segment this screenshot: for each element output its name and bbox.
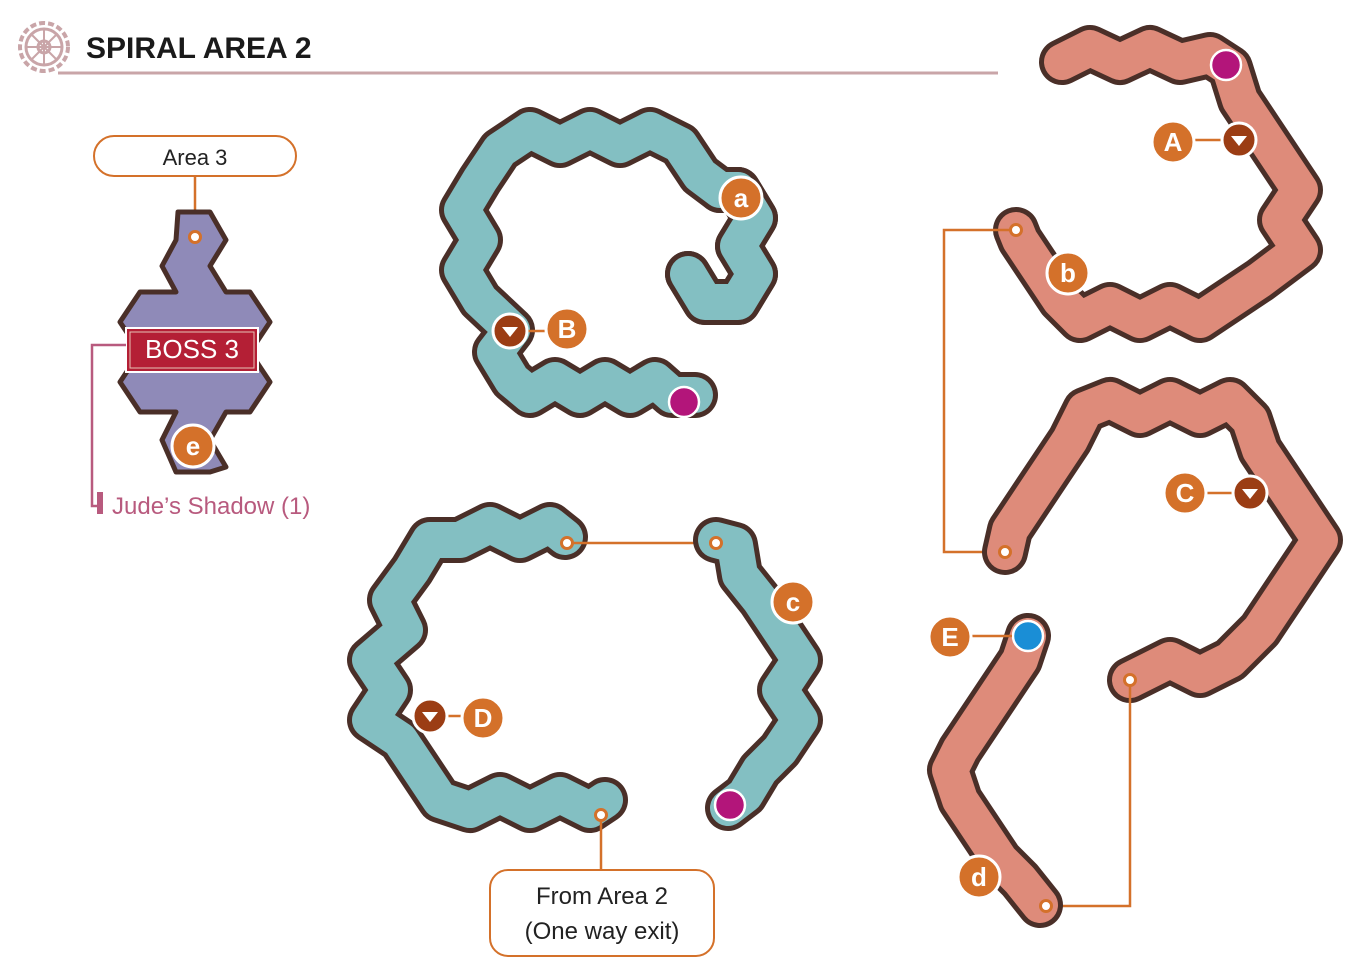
- entrance-node[interactable]: [594, 808, 608, 822]
- warp-node-middle-end[interactable]: [1123, 673, 1137, 687]
- page-title: SPIRAL AREA 2: [86, 32, 312, 65]
- svg-text:b: b: [1060, 258, 1076, 288]
- boss-room-section: Area 3 BOSS 3 Jude’s Shadow (1) e: [90, 135, 310, 520]
- from-area2-line2: (One way exit): [525, 918, 680, 945]
- warp-node-left[interactable]: [560, 536, 574, 550]
- one-way-drop-icon-D[interactable]: [411, 697, 449, 735]
- marker-E[interactable]: E: [927, 614, 973, 660]
- one-way-drop-icon-C[interactable]: [1231, 474, 1269, 512]
- area3-callout-label: Area 3: [163, 145, 228, 170]
- magenta-dot-upper[interactable]: [667, 385, 701, 419]
- svg-text:d: d: [971, 862, 987, 892]
- salmon-spiral-upper: A b: [942, 25, 1323, 554]
- from-area2-callout-box: [489, 869, 715, 957]
- boss-label: BOSS 3: [145, 334, 239, 364]
- marker-a[interactable]: a: [718, 175, 764, 221]
- svg-text:D: D: [474, 703, 493, 733]
- svg-text:A: A: [1164, 127, 1183, 157]
- salmon-spiral-middle: C: [982, 377, 1343, 908]
- salmon-spiral-lower: E d: [927, 613, 1063, 928]
- area-header: SPIRAL AREA 2: [18, 21, 998, 75]
- svg-text:E: E: [941, 622, 958, 652]
- marker-C[interactable]: C: [1162, 470, 1208, 516]
- one-way-drop-icon-A[interactable]: [1220, 121, 1258, 159]
- boss-plate[interactable]: [125, 327, 259, 373]
- marker-B[interactable]: B: [544, 306, 590, 352]
- boss-drop-label: Jude’s Shadow (1): [112, 493, 310, 520]
- magenta-dot-top[interactable]: [1209, 48, 1243, 82]
- area3-exit-node[interactable]: [188, 230, 202, 244]
- marker-A[interactable]: A: [1150, 119, 1196, 165]
- marker-c[interactable]: c: [770, 579, 816, 625]
- magenta-dot-lower[interactable]: [713, 788, 747, 822]
- teal-spiral-upper: a B: [439, 107, 778, 419]
- one-way-drop-icon-B[interactable]: [491, 312, 529, 350]
- warp-node-top-left[interactable]: [1009, 223, 1023, 237]
- warp-link-right: [1046, 680, 1132, 908]
- svg-text:C: C: [1176, 478, 1195, 508]
- blue-dot[interactable]: [1011, 619, 1045, 653]
- teal-spiral-lower-left: D From Area 2 (One way exit): [347, 502, 716, 957]
- marker-d[interactable]: d: [956, 854, 1002, 900]
- warp-link-left: [942, 228, 1016, 554]
- warp-node-right[interactable]: [709, 536, 723, 550]
- marker-e[interactable]: e: [170, 423, 216, 469]
- svg-text:e: e: [186, 431, 200, 461]
- warp-node-bottom[interactable]: [1039, 899, 1053, 913]
- svg-text:a: a: [734, 183, 749, 213]
- gear-icon: [18, 21, 70, 73]
- warp-node-middle[interactable]: [998, 545, 1012, 559]
- svg-text:B: B: [558, 314, 577, 344]
- svg-text:c: c: [786, 587, 800, 617]
- teal-spiral-lower-right: c: [693, 517, 823, 831]
- marker-b[interactable]: b: [1045, 250, 1091, 296]
- marker-D[interactable]: D: [460, 695, 506, 741]
- boss-drop-connector: [90, 343, 126, 508]
- from-area2-line1: From Area 2: [536, 883, 668, 910]
